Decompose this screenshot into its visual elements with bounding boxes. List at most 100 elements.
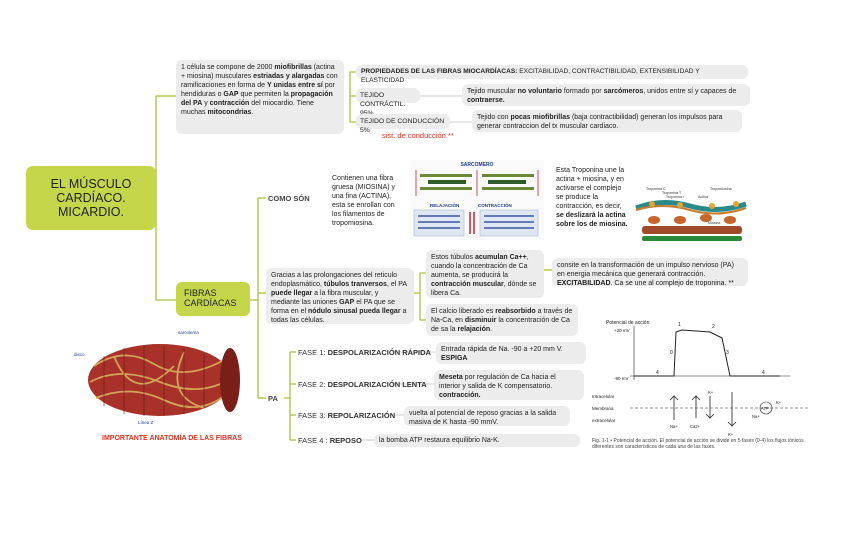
fase-name: DESPOLARIZACIÓN LENTA — [327, 380, 427, 389]
ap-atp: ATP — [761, 406, 769, 411]
linea-z-label: Línea Z — [138, 420, 154, 425]
intro-text: por hendiduras o — [181, 82, 335, 98]
fase-desc-text: Entrada rápida de Na. -90 a +20 mm V. — [441, 346, 563, 353]
calcio-bold: relajación — [457, 326, 491, 333]
ap-ion-na2: Na+ — [752, 414, 760, 419]
action-potential-figure: Potencial de acción +20 mV -90 mV 0 1 2 … — [590, 318, 820, 458]
ap-ion-k3: K+ — [776, 400, 782, 405]
transformacion-box: consite en la transformación de un impul… — [552, 258, 748, 287]
tubulos-text: , cuando la concentración de Ca aumenta,… — [431, 254, 529, 279]
ap-y-top: +20 mV — [614, 328, 630, 333]
ap-phase-3: 3 — [726, 350, 729, 356]
fase-desc-text: vuelta al potencial de reposo gracias a … — [409, 410, 557, 426]
calcio-box: El calcio liberado es reabsorbido a trav… — [426, 304, 578, 336]
conduction-note: sist. de conducción ** — [382, 131, 454, 140]
fase-number: FASE 3: — [298, 411, 328, 420]
sarcomero-title: SARCOMERO — [460, 162, 493, 168]
intro-bold: Y unidas entre sí — [266, 82, 323, 89]
ap-ion-k2: K+ — [728, 432, 734, 437]
ap-y-bottom: -90 mV — [614, 376, 629, 381]
fase-name: REPOSO — [329, 436, 362, 445]
gracias-bold: túbulos tranversos — [323, 281, 387, 288]
intro-text: 1 célula se compone de 2000 — [181, 64, 275, 71]
fase-2-desc: Meseta por regulación de Ca hacia el int… — [434, 370, 584, 400]
desc-text: (baja contractibilidad) generan los impu… — [477, 114, 723, 130]
troponina-c-label: Troponina C — [646, 187, 666, 191]
tejido-conduccion-label: TEJIDO DE CONDUCCIÓN 5% — [356, 114, 450, 134]
intro-bold: miofibrillas — [274, 64, 312, 71]
sarcomere-figure: SARCOMERO RELAJACIÓN CONTRACCIÓN — [410, 160, 544, 240]
main-title-text: EL MÚSCULO CARDÍACO. MICARDIO. — [50, 177, 132, 219]
calcio-bold: disminuir — [464, 317, 497, 324]
desc-text: , unidos entre sí y capaces de — [643, 88, 737, 95]
fase-name: REPOLARIZACIÓN — [327, 411, 396, 420]
intro-text: (actina + miosina) musculares — [181, 64, 335, 80]
tejido-contractil-label-text: TEJIDO CONTRÁCTIL. 95% — [360, 92, 406, 117]
desc-bold: pocas miofibrillas — [510, 114, 570, 121]
pa-label: PA — [268, 394, 278, 403]
ap-intracelular: Intracelular — [592, 394, 615, 399]
fibras-cardiacas-node: FIBRAS CARDÍACAS — [176, 282, 250, 316]
troponina-bold: se deslizará la actina sobre los de mios… — [556, 212, 628, 228]
transformacion-text: consite en la transformación de un impul… — [557, 262, 734, 278]
calcio-text: la concentración de Ca de sa la — [431, 317, 570, 333]
actina-label: Actina — [698, 195, 708, 199]
gracias-bold: nódulo sinusal pueda llegar — [307, 308, 401, 315]
intro-bold: contracción — [209, 100, 250, 107]
gracias-text: el PA que se forma en el — [271, 299, 396, 315]
tejido-contractil-label: TEJIDO CONTRÁCTIL. 95% — [356, 88, 420, 117]
fase-2-label: FASE 2: DESPOLARIZACIÓN LENTA — [298, 380, 427, 389]
ap-ion-na: Na+ — [670, 424, 678, 429]
transformacion-bold: EXCITABILIDAD — [557, 280, 611, 287]
calcio-bold: reabsorbido — [495, 308, 536, 315]
intro-bold: mitocondrias — [207, 109, 252, 116]
intro-text: y — [202, 100, 210, 107]
troponin-figure: Troponina C Troponina T Troponina I Acti… — [632, 184, 750, 244]
calcio-text: a través de Na-Ca, en — [431, 308, 573, 324]
ap-phase-4a: 4 — [656, 370, 659, 376]
troponina-t-label: Troponina T — [662, 191, 682, 195]
fase-number: FASE 2: — [298, 380, 328, 389]
anatomy-caption: IMPORTANTE ANATOMÍA DE LAS FIBRAS — [102, 435, 242, 442]
desc-bold: contraerse. — [467, 97, 505, 104]
gracias-text: a todas las células. — [271, 308, 407, 324]
tubulos-text: , dónde se libera Ca. — [431, 281, 537, 297]
ap-caption: Fig. 1-1 • Potencial de acción. El poten… — [592, 438, 804, 450]
tubulos-bold: acumulan Ca++ — [474, 254, 527, 261]
pa-label-text: PA — [268, 394, 278, 403]
sarcomere-svg: SARCOMERO RELAJACIÓN CONTRACCIÓN — [410, 160, 544, 240]
fase-desc-bold: ESPIGA — [441, 355, 468, 362]
desc-text: Tejido muscular — [467, 88, 518, 95]
troponina-i-label: Troponina I — [666, 195, 684, 199]
gracias-text: Gracias a las prolongaciones del reticul… — [271, 272, 398, 288]
intro-bold: propagación del PA — [181, 91, 333, 107]
como-son-label-text: COMO SÓN — [268, 194, 310, 203]
intro-box: 1 célula se compone de 2000 miofibrillas… — [176, 60, 344, 134]
desc-bold: sarcómeros — [603, 88, 644, 95]
troponina-normal: Esta Troponina une la actina + miosina, … — [556, 167, 625, 210]
properties-label: PROPIEDADES DE LAS FIBRAS MIOCARDÍACAS: — [361, 68, 518, 75]
action-potential-svg: Potencial de acción +20 mV -90 mV 0 1 2 … — [592, 320, 810, 437]
fase-1-desc: Entrada rápida de Na. -90 a +20 mm V. ES… — [436, 342, 586, 364]
intro-text: con ramificaciones en forma de — [181, 73, 338, 89]
fase-desc-text: la bomba ATP restaura equilibrio Na-K. — [379, 437, 500, 444]
main-title: EL MÚSCULO CARDÍACO. MICARDIO. — [26, 166, 156, 230]
ap-title: Potencial de acción — [606, 320, 650, 326]
fase-4-label: FASE 4 : REPOSO — [298, 436, 362, 445]
fibras-cardiacas-label: FIBRAS CARDÍACAS — [184, 288, 237, 308]
ap-phase-1: 1 — [678, 322, 681, 328]
intro-text: . — [251, 109, 254, 116]
ap-ion-ca: Ca2+ — [690, 424, 701, 429]
disco-label: disco — [74, 352, 85, 357]
fase-name: DESPOLARIZACIÓN RÁPIDA — [327, 348, 431, 357]
tubulos-bold: contracción muscular — [431, 281, 504, 288]
tejido-conduccion-desc: Tejido con pocas miofibrillas (baja cont… — [472, 110, 742, 132]
ap-ion-k1: K+ — [708, 390, 714, 395]
anatomy-figure: sarcolema disco Línea Z — [74, 326, 244, 428]
troponina-text: Esta Troponina une la actina + miosina, … — [556, 166, 628, 229]
properties-list: EXCITABILIDAD, CONTRACTIBILIDAD, EXTENSI… — [361, 68, 700, 84]
fase-desc-bold: contracción. — [439, 392, 481, 399]
gracias-box: Gracias a las prolongaciones del reticul… — [266, 268, 414, 324]
tejido-conduccion-label-text: TEJIDO DE CONDUCCIÓN 5% — [360, 118, 445, 134]
